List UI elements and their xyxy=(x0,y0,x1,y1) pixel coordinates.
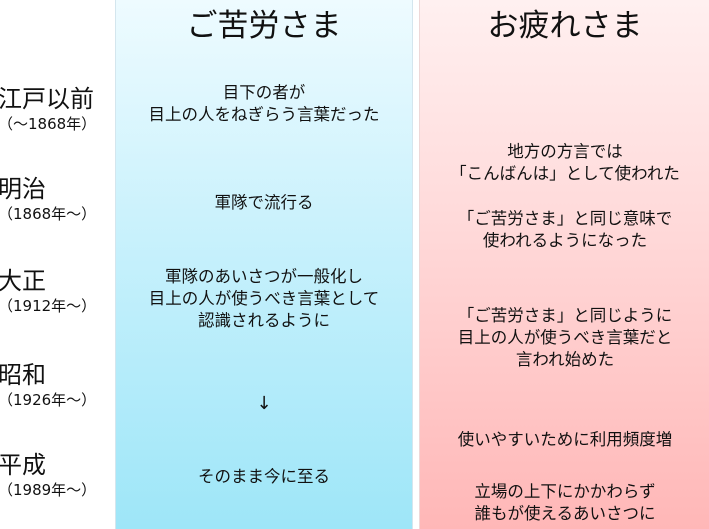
column-title: ご苦労さま xyxy=(186,8,342,44)
note-line: 使われるようになった xyxy=(482,231,648,250)
era-name: 明治 xyxy=(0,175,46,203)
note-line: 「こんばんは」として使われた xyxy=(450,164,680,183)
era-taisho: 大正 （1912年〜） xyxy=(0,266,112,316)
note-meiji: 軍隊で流行る xyxy=(116,192,412,214)
note-line: 目上の人をねぎらう言葉だった xyxy=(148,105,380,124)
note-line: 言われ始めた xyxy=(515,350,615,369)
note-line: 認識されるように xyxy=(198,311,330,330)
note-line: そのまま今に至る xyxy=(198,467,330,486)
era-years: （1926年〜） xyxy=(0,391,97,409)
note-line: 目上の人が使うべき言葉として xyxy=(148,289,380,308)
note-heisei-greeting: 立場の上下にかかわらず 誰もが使えるあいさつに xyxy=(420,481,709,525)
note-line: 軍隊で流行る xyxy=(214,193,314,212)
note-line: 軍隊のあいさつが一般化し xyxy=(165,267,363,286)
era-name: 大正 xyxy=(0,267,46,295)
column-otsukaresama: お疲れさま 地方の方言では 「こんばんは」として使われた 「ご苦労さま」と同じ意… xyxy=(419,0,709,529)
note-line: 「ご苦労さま」と同じ意味で xyxy=(457,209,673,228)
era-edo: 江戸以前 （〜1868年） xyxy=(0,84,112,134)
note-meiji-meaning: 「ご苦労さま」と同じ意味で 使われるようになった xyxy=(420,208,709,252)
note-line: 立場の上下にかかわらず xyxy=(474,482,656,501)
era-name: 江戸以前 xyxy=(0,85,94,113)
note-line: 使いやすいために利用頻度増 xyxy=(457,430,673,449)
column-gokurousama: ご苦労さま 目下の者が 目上の人をねぎらう言葉だった 軍隊で流行る 軍隊のあいさ… xyxy=(115,0,413,529)
note-line: 地方の方言では xyxy=(507,142,623,161)
note-line: 目上の人が使うべき言葉だと xyxy=(457,328,673,347)
era-years: （〜1868年） xyxy=(0,115,97,133)
note-heisei: そのまま今に至る xyxy=(116,466,412,488)
note-heisei-frequency: 使いやすいために利用頻度増 xyxy=(420,429,709,451)
era-name: 昭和 xyxy=(0,361,46,389)
note-line: 目下の者が xyxy=(222,83,306,102)
era-heisei: 平成 （1989年〜） xyxy=(0,450,112,500)
era-showa: 昭和 （1926年〜） xyxy=(0,360,112,410)
era-years: （1912年〜） xyxy=(0,297,97,315)
down-arrow-icon: ↓ xyxy=(256,393,272,414)
note-edo: 目下の者が 目上の人をねぎらう言葉だった xyxy=(116,82,412,126)
note-line: 「ご苦労さま」と同じように xyxy=(457,306,673,325)
note-taisho: 軍隊のあいさつが一般化し 目上の人が使うべき言葉として 認識されるように xyxy=(116,266,412,332)
note-meiji-dialect: 地方の方言では 「こんばんは」として使われた xyxy=(420,141,709,185)
era-name: 平成 xyxy=(0,451,46,479)
note-showa: 「ご苦労さま」と同じように 目上の人が使うべき言葉だと 言われ始めた xyxy=(420,305,709,371)
column-title: お疲れさま xyxy=(487,8,643,44)
era-meiji: 明治 （1868年〜） xyxy=(0,174,112,224)
note-line: 誰もが使えるあいさつに xyxy=(474,504,656,523)
era-years: （1868年〜） xyxy=(0,205,97,223)
era-years: （1989年〜） xyxy=(0,481,97,499)
